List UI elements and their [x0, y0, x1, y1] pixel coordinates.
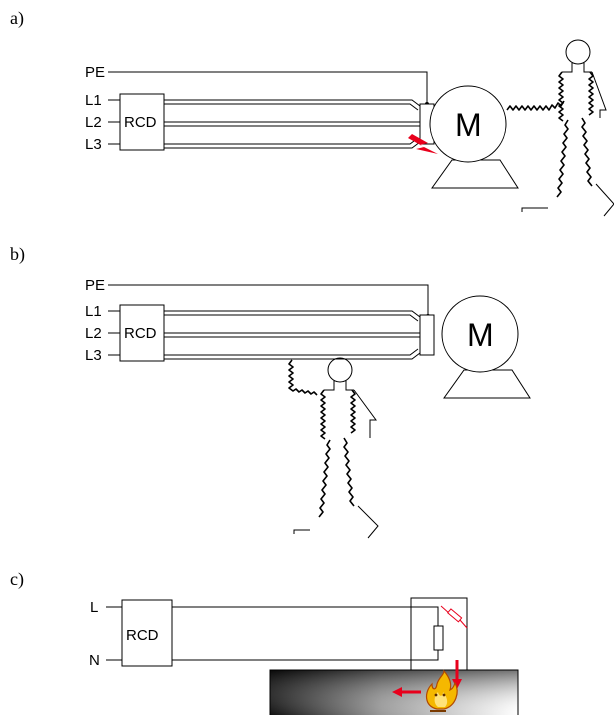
pe-wire [108, 71, 428, 104]
motor-housing [441, 295, 519, 373]
label-l3: L3 [85, 347, 102, 364]
label-pe: PE [85, 277, 105, 294]
load-wires [172, 606, 439, 661]
panel-label-c: c) [10, 569, 24, 590]
phase-wires [164, 310, 421, 360]
panel-label-b: b) [10, 244, 25, 265]
label-l2: L2 [85, 114, 102, 131]
phase-wires [164, 99, 421, 149]
terminal-box [419, 314, 435, 356]
rcd-label: RCD [124, 114, 157, 131]
label-n: N [89, 652, 100, 669]
rcd-box [119, 304, 165, 362]
rcd-label: RCD [126, 627, 159, 644]
label-l2: L2 [85, 325, 102, 342]
rcd-label: RCD [124, 325, 157, 342]
rcd-input-wires [108, 99, 120, 145]
label-l3: L3 [85, 136, 102, 153]
leakage-resistor-icon [440, 605, 468, 629]
panel-label-a: a) [10, 8, 24, 29]
panel-a: a) PE L1 L2 L3 RCD M [10, 8, 614, 217]
label-pe: PE [85, 64, 105, 81]
panel-b: b) PE L1 L2 L3 RCD M [10, 244, 531, 539]
fault-lightning-icon [408, 134, 438, 154]
person-figure [506, 39, 614, 217]
rcd-input-wires [108, 310, 120, 356]
motor-base [431, 159, 519, 189]
person-figure [288, 357, 379, 539]
motor-label: M [455, 107, 482, 143]
label-l1: L1 [85, 92, 102, 109]
load-resistor [433, 625, 444, 651]
rcd-input-wires [106, 606, 122, 661]
motor-base [443, 369, 531, 399]
label-l: L [90, 599, 98, 616]
panel-c: c) L N RCD [10, 569, 519, 715]
pe-wire [108, 284, 429, 316]
fault-current-arrow-icon [392, 687, 421, 697]
fire-icon [426, 669, 458, 712]
motor-label: M [467, 317, 494, 353]
fault-current-arrow-icon [452, 660, 462, 689]
motor-housing [429, 85, 507, 163]
label-l1: L1 [85, 303, 102, 320]
rcd-box [121, 599, 173, 667]
